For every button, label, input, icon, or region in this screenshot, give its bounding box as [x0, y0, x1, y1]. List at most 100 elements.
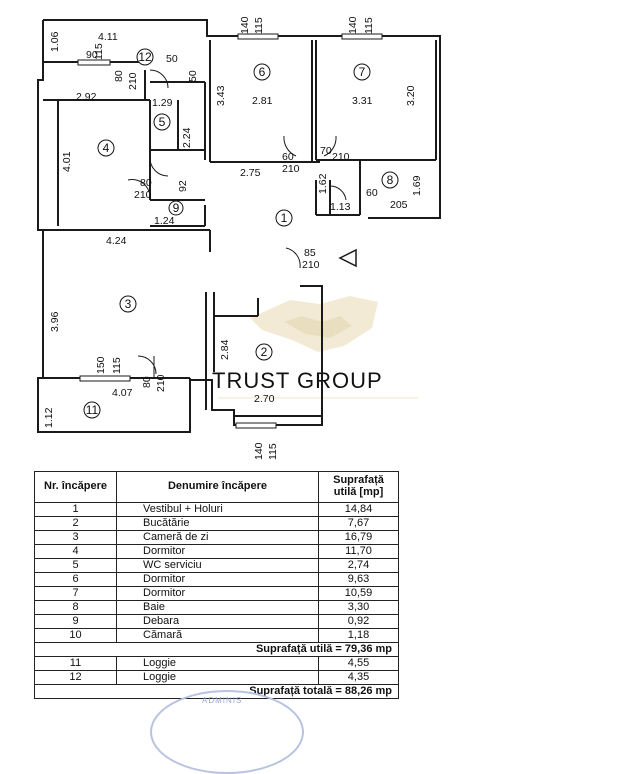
dim-label: 1.13: [330, 201, 351, 213]
dim-label: 3.31: [352, 95, 373, 107]
dim-label: 80: [140, 177, 152, 189]
watermark-text: TRUST GROUP: [212, 368, 383, 393]
room-marker: 3: [119, 295, 137, 313]
svg-text:2: 2: [261, 345, 268, 359]
stamp: ADMINIS: [150, 690, 304, 774]
dim-label: 50: [187, 70, 199, 82]
usable-area-total: Suprafață utilă = 79,36 mp: [34, 642, 399, 657]
dim-label: 85: [304, 247, 316, 259]
room-area-cell: 7,67: [318, 516, 399, 531]
entrance-arrow-icon: [338, 248, 357, 268]
dim-label: 2.70: [254, 393, 275, 405]
room-marker: 11: [83, 401, 101, 419]
dim-label: 80: [141, 376, 153, 388]
dim-label: 3.20: [405, 85, 417, 106]
dim-label: 140: [347, 16, 359, 34]
room-name-cell: Dormitor: [116, 544, 319, 559]
room-name-cell: Dormitor: [116, 586, 319, 601]
doors: [127, 69, 347, 378]
dim-label: 4.07: [112, 387, 133, 399]
svg-text:9: 9: [173, 201, 180, 215]
room-number-cell: 7: [34, 586, 117, 601]
dim-label: 80: [113, 70, 125, 82]
dim-label: 140: [253, 442, 265, 460]
dim-label: 115: [253, 17, 265, 34]
room-name-cell: Vestibul + Holuri: [116, 502, 319, 517]
room-name-cell: Dormitor: [116, 572, 319, 587]
room-markers: 1 2 3 4 5 6 7 8 9 10 11 12: [83, 48, 399, 419]
room-name-cell: Bucătărie: [116, 516, 319, 531]
room-area-cell: 4,55: [318, 656, 399, 671]
room-number-cell: 12: [34, 670, 117, 685]
room-area-cell: 4,35: [318, 670, 399, 685]
room-marker: 7: [353, 63, 371, 81]
dim-label: 4.11: [98, 31, 118, 43]
svg-text:6: 6: [259, 65, 266, 79]
room-number-cell: 3: [34, 530, 117, 545]
dim-label: 60: [282, 151, 294, 163]
dim-label: 1.29: [152, 97, 173, 109]
room-name-cell: Loggie: [116, 656, 319, 671]
dim-label: 205: [390, 199, 408, 211]
dim-label: 2.75: [240, 167, 261, 179]
dim-label: 1.24: [154, 215, 175, 227]
svg-text:3: 3: [125, 297, 132, 311]
dim-label: 150: [95, 356, 107, 374]
svg-text:11: 11: [86, 403, 99, 417]
room-area-cell: 14,84: [318, 502, 399, 517]
room-name-cell: Cămară: [116, 628, 319, 643]
dim-label: 1.06: [49, 31, 61, 52]
svg-text:4: 4: [103, 141, 110, 155]
walls: [37, 19, 441, 433]
room-name-cell: Loggie: [116, 670, 319, 685]
dim-label: 210: [155, 374, 167, 392]
room-area-cell: 2,74: [318, 558, 399, 573]
room-marker: 6: [253, 63, 271, 81]
room-marker: 9: [168, 200, 184, 216]
dimension-labels: 1.06 4.11 90 115 80 210 50 50 140 115 14…: [43, 16, 423, 460]
svg-text:1: 1: [281, 211, 288, 225]
room-number-cell: 9: [34, 614, 117, 629]
room-area-cell: 9,63: [318, 572, 399, 587]
room-marker: 5: [153, 113, 171, 131]
room-marker: 8: [381, 171, 399, 189]
dim-label: 210: [302, 259, 320, 271]
room-area-cell: 10,59: [318, 586, 399, 601]
dim-label: 115: [111, 357, 123, 374]
dim-label: 1.69: [411, 175, 423, 196]
room-number-cell: 6: [34, 572, 117, 587]
room-number-cell: 10: [34, 628, 117, 643]
room-area-cell: 16,79: [318, 530, 399, 545]
dim-label: 3.43: [215, 85, 227, 106]
room-name-cell: Baie: [116, 600, 319, 615]
usable-area-summary-row: Suprafață utilă = 79,36 mp: [34, 642, 399, 657]
dim-label: 1.62: [317, 173, 329, 194]
dim-label: 4.01: [61, 151, 73, 172]
room-number-cell: 8: [34, 600, 117, 615]
room-name-cell: Cameră de zi: [116, 530, 319, 545]
room-number-cell: 1: [34, 502, 117, 517]
room-number-cell: 5: [34, 558, 117, 573]
dim-label: 3.96: [49, 311, 61, 332]
dim-label: 50: [166, 53, 178, 65]
header-usable-area: Suprafață utilă [mp]: [318, 471, 399, 503]
floor-plan: TRUST GROUP: [37, 16, 441, 460]
header-room-name: Denumire încăpere: [116, 471, 319, 503]
dim-label: 60: [366, 187, 378, 199]
room-area-table: Nr. încăpere Denumire încăpere Suprafață…: [34, 471, 399, 699]
windows: [77, 33, 383, 429]
dim-label: 92: [177, 180, 189, 192]
dim-label: 2.24: [181, 127, 193, 148]
